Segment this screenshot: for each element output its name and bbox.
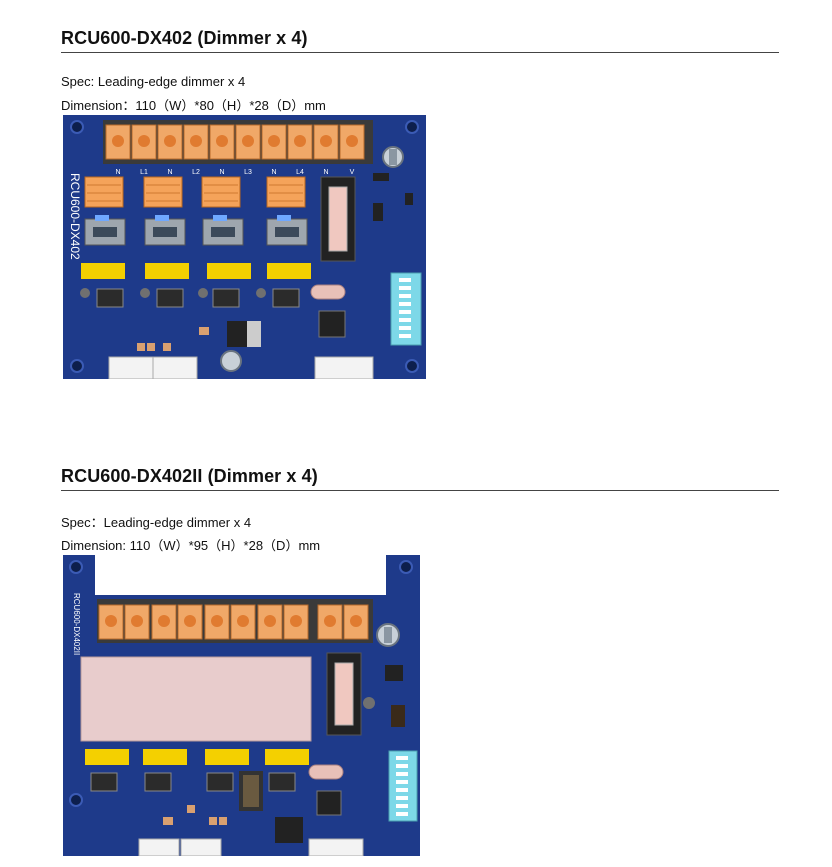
product-title: RCU600-DX402 (Dimmer x 4) (61, 28, 308, 48)
dimension-text: Dimension：110（W）*80（H）*28（D）mm (61, 98, 326, 113)
dimension-text: Dimension: 110（W）*95（H）*28（D）mm (61, 538, 321, 553)
terminal-label: V (350, 169, 355, 176)
terminal-label: N (271, 169, 276, 176)
board-silkscreen-label: RCU600-DX402 (68, 173, 82, 260)
product-title: RCU600-DX402II (Dimmer x 4) (61, 466, 318, 486)
board-silkscreen-label: RCU600-DX402II (72, 593, 81, 655)
terminal-label: N (219, 169, 224, 176)
terminal-label: N (323, 169, 328, 176)
pcb-board-image: N L1 N L2 N L3 N L4 N V RCU600-DX402 (63, 115, 426, 379)
title-divider (61, 490, 779, 491)
pcb-board-image: RCU600-DX402II (63, 555, 420, 856)
terminal-label: L4 (296, 169, 304, 176)
terminal-label: N (167, 169, 172, 176)
terminal-label: L1 (140, 169, 148, 176)
terminal-label: L3 (244, 169, 252, 176)
terminal-label: L2 (192, 169, 200, 176)
title-divider (61, 52, 779, 53)
spec-text: Spec: Leading-edge dimmer x 4 (61, 74, 246, 89)
terminal-label: N (115, 169, 120, 176)
spec-text: Spec：Leading-edge dimmer x 4 (61, 515, 252, 530)
